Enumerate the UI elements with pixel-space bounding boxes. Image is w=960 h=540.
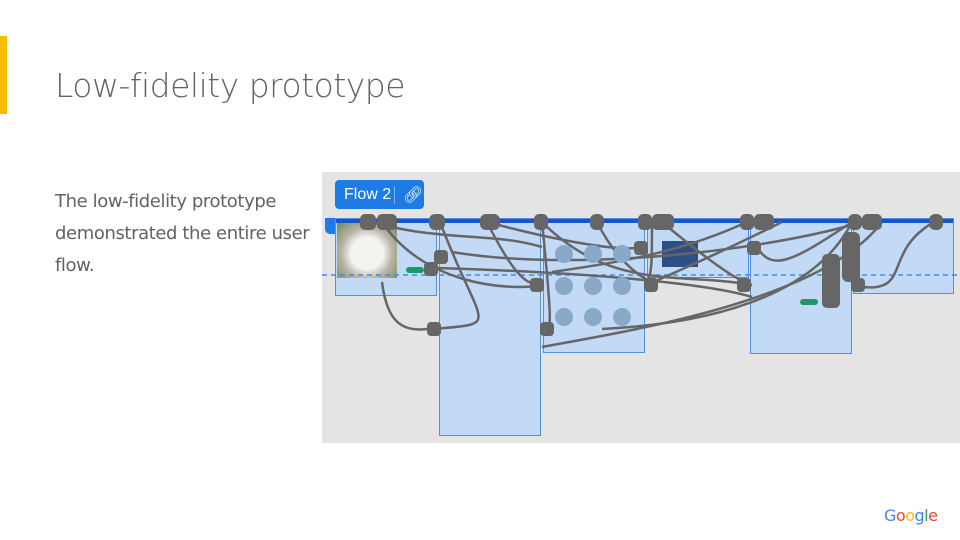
slide-title: Low-fidelity prototype <box>55 66 406 105</box>
connector-wires <box>322 214 960 349</box>
dog-photo <box>337 223 397 278</box>
link-icon[interactable]: 🔗︎ <box>403 186 424 204</box>
frame-tab <box>325 218 335 234</box>
divider <box>394 185 395 204</box>
google-logo: Google <box>884 506 938 525</box>
accent-bar <box>0 36 7 114</box>
slide-body-text: The low-fidelity prototype demonstrated … <box>55 191 310 276</box>
flow-2-button[interactable]: Flow 2 🔗︎ <box>335 180 424 209</box>
prototype-screenshot: Flow 2 🔗︎ <box>322 172 960 443</box>
flow-2-label: Flow 2 <box>344 185 392 203</box>
